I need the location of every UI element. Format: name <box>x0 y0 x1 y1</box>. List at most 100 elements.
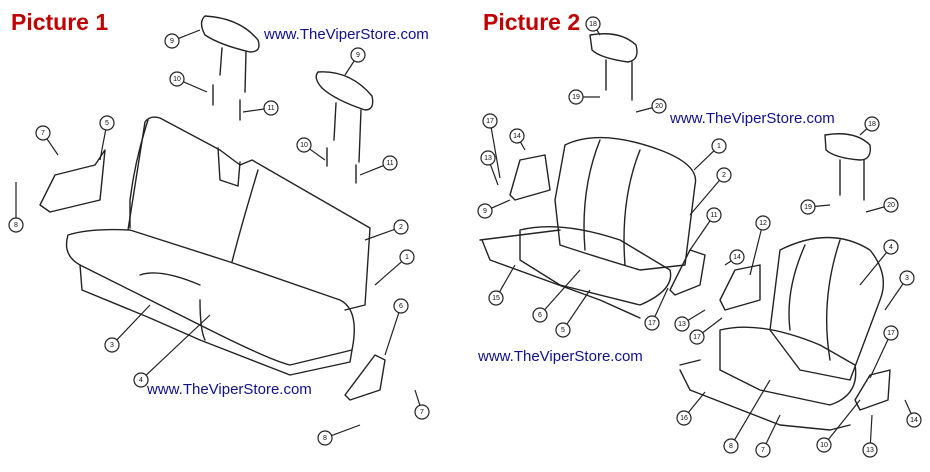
callout-number: 18 <box>589 21 597 28</box>
callout-circle <box>477 203 493 219</box>
callout-11: 11 <box>359 155 398 176</box>
callout-10: 10 <box>816 399 861 453</box>
callout-4: 4 <box>859 239 899 286</box>
leader-line <box>687 309 706 321</box>
leader-line <box>827 399 861 440</box>
callout-2: 2 <box>364 219 409 241</box>
callout-number: 17 <box>648 320 656 327</box>
leader-line <box>687 391 706 413</box>
callout-circle <box>509 128 525 144</box>
callout-circle <box>482 113 498 129</box>
callout-number: 8 <box>14 222 18 229</box>
callout-11: 11 <box>242 100 279 116</box>
callout-number: 8 <box>323 435 327 442</box>
leader-line <box>734 379 771 441</box>
callout-circle <box>296 137 312 153</box>
leader-line <box>859 128 868 136</box>
callout-number: 1 <box>405 254 409 261</box>
callout-circle <box>906 412 922 428</box>
watermark-link: www.TheViperStore.com <box>147 381 312 398</box>
callout-6: 6 <box>532 269 581 323</box>
callout-5: 5 <box>99 115 115 161</box>
callout-circle <box>164 33 180 49</box>
callout-number: 20 <box>655 103 663 110</box>
callout-number: 2 <box>722 172 726 179</box>
leader-line <box>99 129 107 161</box>
watermark-link: www.TheViperStore.com <box>478 348 643 365</box>
callout-9: 9 <box>344 47 366 76</box>
callout-circle <box>399 249 415 265</box>
leader-line <box>178 29 201 39</box>
leader-line <box>566 289 591 325</box>
leader-line <box>702 317 723 334</box>
leader-line <box>693 150 715 171</box>
callout-circle <box>382 155 398 171</box>
callout-circle <box>706 207 722 223</box>
callout-circle <box>729 249 745 265</box>
callout-20: 20 <box>865 197 899 213</box>
callout-number: 13 <box>484 155 492 162</box>
leader-line <box>242 108 265 113</box>
leader-line <box>869 414 873 444</box>
leader-line <box>331 424 361 437</box>
leader-line <box>46 138 59 156</box>
callout-number: 17 <box>486 118 494 125</box>
callout-14: 14 <box>724 249 745 266</box>
callout-8: 8 <box>8 182 24 233</box>
callout-13: 13 <box>862 414 878 458</box>
callout-circle <box>883 197 899 213</box>
callout-circle <box>883 239 899 255</box>
leader-line <box>519 141 526 151</box>
callout-number: 6 <box>399 303 403 310</box>
callout-8: 8 <box>723 379 771 454</box>
callout-circle <box>555 322 571 338</box>
callout-number: 11 <box>267 105 274 112</box>
callout-circle <box>755 442 771 458</box>
callout-13: 13 <box>480 150 499 186</box>
callout-17: 17 <box>482 113 501 179</box>
bench-seat-drawing <box>39 15 386 401</box>
callout-number: 2 <box>399 224 403 231</box>
watermark-link: www.TheViperStore.com <box>670 110 835 127</box>
callout-19: 19 <box>800 199 831 215</box>
callout-number: 5 <box>561 327 565 334</box>
callout-circle <box>899 270 915 286</box>
callout-circle <box>317 430 333 446</box>
callout-circle <box>723 438 739 454</box>
leader-line <box>635 107 653 113</box>
callout-number: 1 <box>717 143 721 150</box>
callout-number: 3 <box>110 342 114 349</box>
callout-10: 10 <box>169 71 208 93</box>
callout-circle <box>480 150 496 166</box>
callout-circle <box>585 16 601 32</box>
callout-circle <box>393 219 409 235</box>
callout-number: 15 <box>492 295 500 302</box>
leader-line <box>814 204 831 207</box>
callout-5: 5 <box>555 289 591 338</box>
callout-circle <box>263 100 279 116</box>
leader-line <box>654 287 669 317</box>
callout-number: 13 <box>866 447 874 454</box>
split-seat-drawing <box>479 33 891 431</box>
callout-number: 17 <box>693 334 701 341</box>
callout-number: 18 <box>868 121 876 128</box>
callout-number: 7 <box>420 409 424 416</box>
callout-19: 19 <box>568 89 600 105</box>
callout-circle <box>689 329 705 345</box>
callout-number: 4 <box>889 244 893 251</box>
callout-11: 11 <box>689 207 722 251</box>
callout-4: 4 <box>133 314 211 388</box>
callout-number: 11 <box>386 160 393 167</box>
callout-number: 14 <box>733 254 741 261</box>
leader-line <box>859 252 888 286</box>
callout-9: 9 <box>164 29 201 49</box>
callout-circle <box>350 47 366 63</box>
callout-circle <box>676 410 692 426</box>
callout-circle <box>393 298 409 314</box>
callout-1: 1 <box>693 138 727 171</box>
callout-10: 10 <box>296 137 326 161</box>
callout-number: 3 <box>905 275 909 282</box>
callout-number: 7 <box>761 447 765 454</box>
leader-line <box>384 312 400 356</box>
